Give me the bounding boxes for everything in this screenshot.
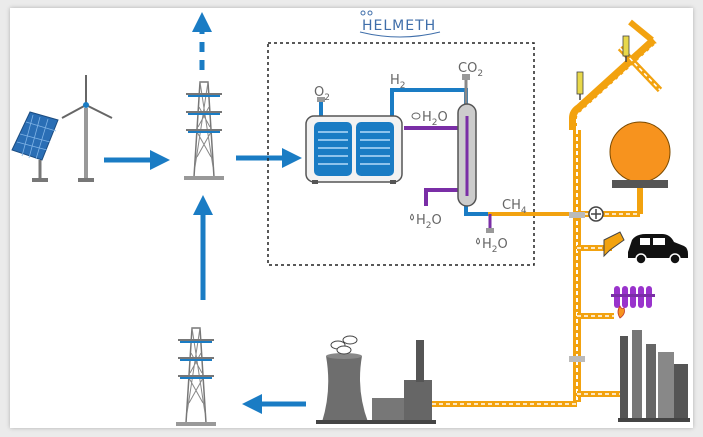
logo-text: HELMETH — [362, 18, 436, 34]
process-boundary-box — [267, 42, 535, 266]
flow-arrows — [104, 12, 306, 414]
gas-meter-icon — [588, 206, 604, 222]
power-pylon-icon — [183, 81, 225, 181]
h2-label: H2 — [390, 73, 406, 91]
methanation-reactor-icon — [457, 103, 477, 207]
gas-storage-tank-icon — [609, 121, 671, 188]
fuel-nozzle-icon — [603, 231, 625, 258]
svg-text:H2O: H2O — [416, 213, 442, 231]
solar-panel-icon — [11, 111, 59, 182]
o2-label: O2 — [314, 85, 330, 103]
power-plant-icon — [316, 335, 436, 424]
electrolyzer-icon — [305, 115, 403, 184]
svg-text:H2O: H2O — [422, 110, 448, 128]
steam-return-pipe — [424, 188, 460, 206]
wind-turbine-icon — [61, 75, 113, 182]
power-pylon-icon — [175, 327, 217, 427]
helmeth-logo: HELMETH — [359, 10, 441, 38]
steam-h2o-label: H2O — [411, 110, 448, 128]
water-h2o-left-label: H2O — [410, 213, 442, 231]
ch4-label: CH4 — [502, 198, 527, 216]
industrial-plant-icon — [618, 330, 690, 422]
car-icon — [628, 234, 688, 265]
water-h2o-right-label: H2O — [476, 237, 508, 255]
co2-label: CO2 — [458, 61, 483, 79]
methane-outlet-pipe — [464, 205, 488, 216]
svg-text:H2O: H2O — [482, 237, 508, 255]
flame-icon — [617, 305, 625, 319]
flare-icon — [576, 35, 630, 100]
radiator-icon — [611, 286, 655, 308]
cooling-tower-icon — [322, 356, 368, 422]
